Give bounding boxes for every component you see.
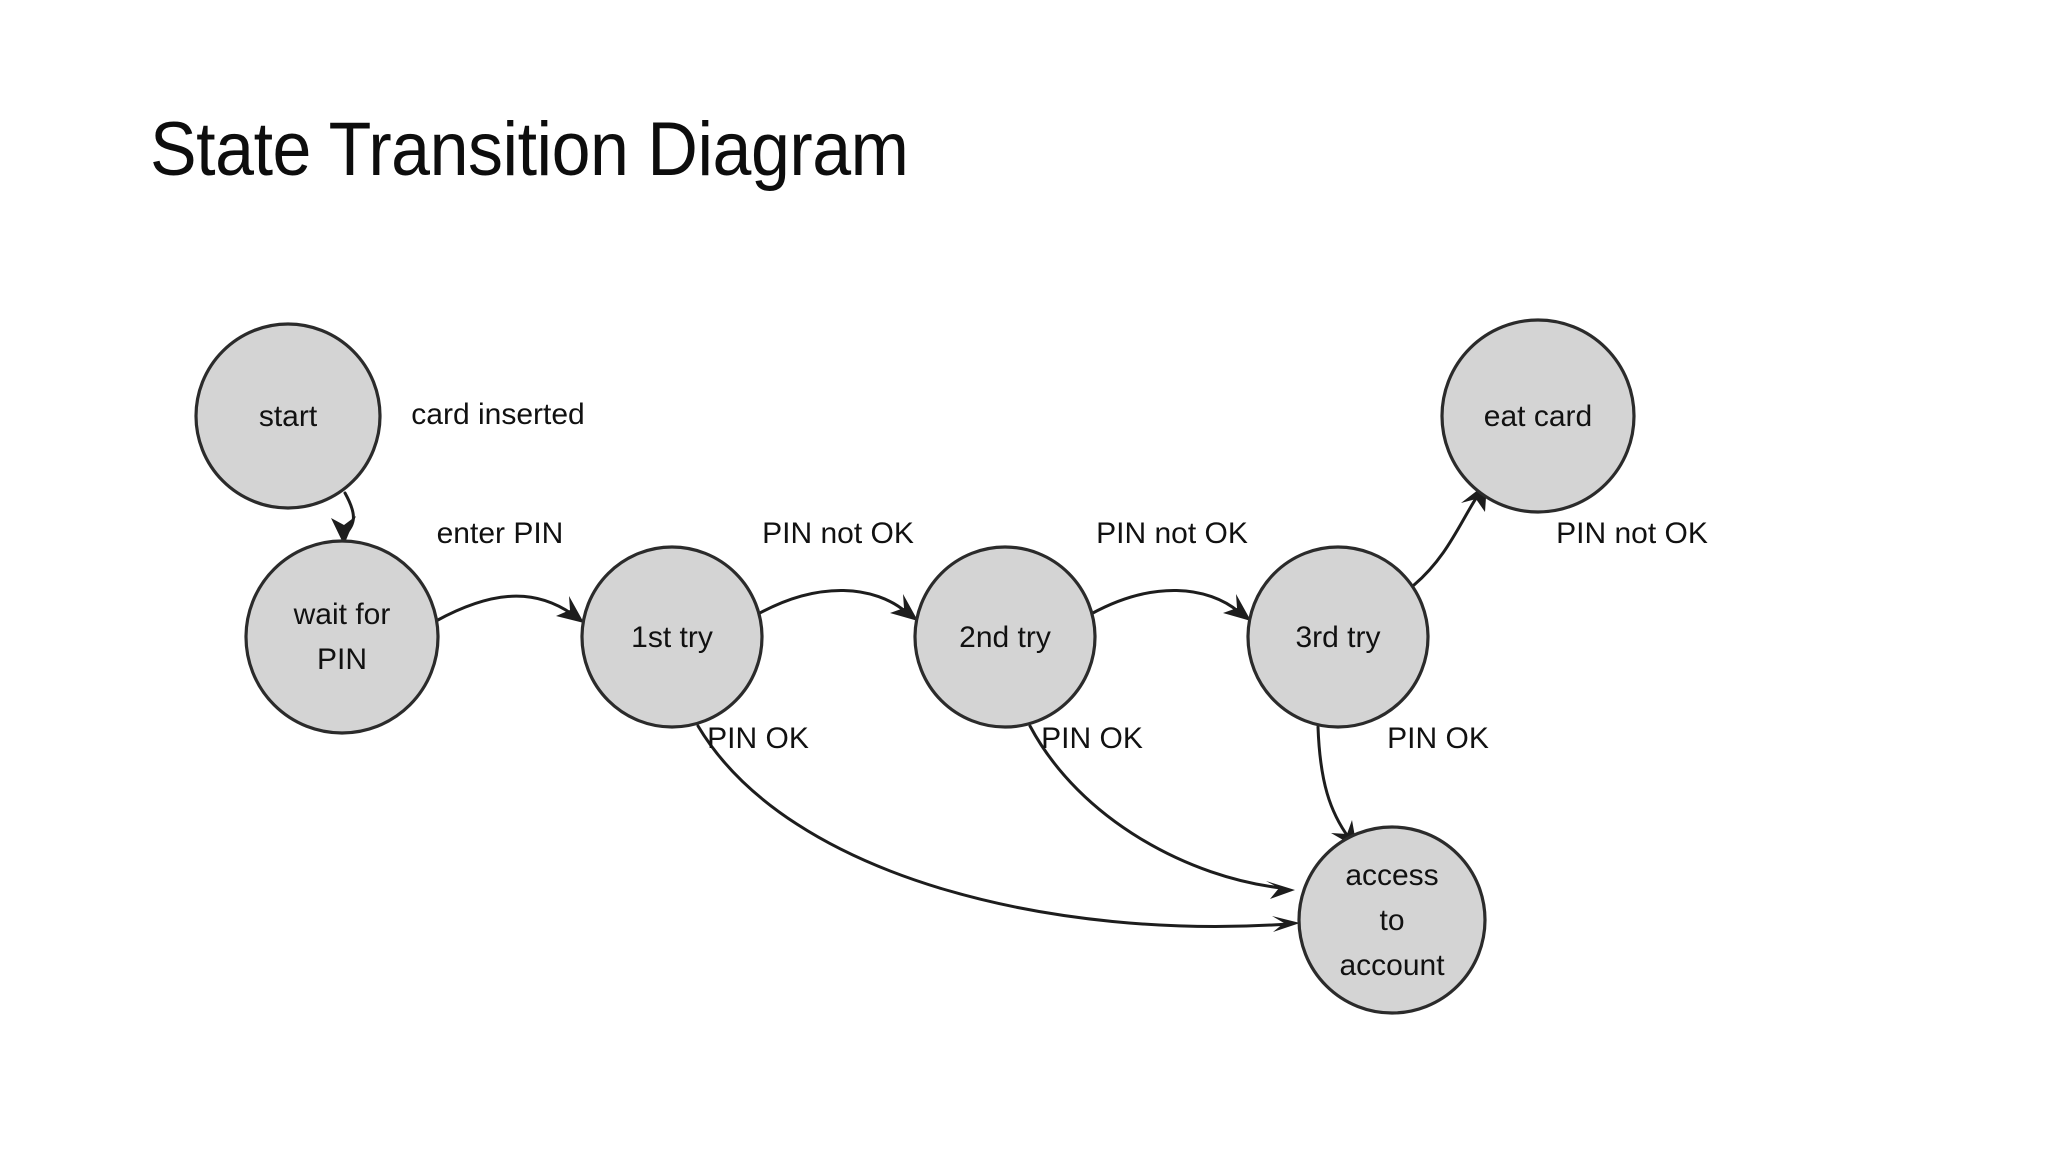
arrowhead-wait-try1 — [556, 596, 584, 623]
edge-label-pin-not-ok-3: PIN not OK — [1556, 517, 1708, 550]
edge-path-try2-try3 — [1089, 589, 1241, 616]
node-layer: start wait for PIN 1st try 2nd try — [194, 318, 1636, 1015]
edge-label-pin-ok-1: PIN OK — [707, 722, 809, 755]
state-circle-2nd-try[interactable] — [913, 545, 1097, 729]
state-label-start: start — [259, 400, 318, 433]
edge-try2-to-try3 — [1089, 589, 1251, 621]
state-circle-3rd-try[interactable] — [1246, 545, 1430, 729]
state-node-wait-for-pin[interactable]: wait for PIN — [244, 539, 440, 735]
edge-try1-to-access — [696, 724, 1300, 932]
edge-path-try2-access — [1028, 724, 1284, 890]
state-label-access-to-account-line3: account — [1339, 949, 1445, 982]
state-label-access-to-account-line2: to — [1379, 904, 1404, 937]
state-node-1st-try[interactable]: 1st try — [580, 545, 764, 729]
edge-label-card-inserted: card inserted — [411, 398, 584, 431]
state-circle-eat-card[interactable] — [1440, 318, 1636, 514]
state-circle-1st-try[interactable] — [580, 545, 764, 729]
state-node-access-to-account[interactable]: access to account — [1297, 825, 1487, 1015]
arrowhead-try1-access — [1272, 916, 1300, 932]
edge-label-pin-ok-2: PIN OK — [1041, 722, 1143, 755]
state-label-2nd-try: 2nd try — [959, 621, 1051, 654]
edge-label-pin-not-ok-1: PIN not OK — [762, 517, 914, 550]
edge-label-layer: card inserted enter PIN PIN not OK PIN n… — [411, 398, 1708, 755]
state-circle-start[interactable] — [194, 322, 382, 510]
page-title: State Transition Diagram — [150, 107, 909, 192]
state-label-3rd-try: 3rd try — [1295, 621, 1380, 654]
state-circle-wait-for-pin[interactable] — [244, 539, 440, 735]
state-label-wait-for-pin-line2: PIN — [317, 643, 367, 676]
state-node-3rd-try[interactable]: 3rd try — [1246, 545, 1430, 729]
edge-path-wait-try1 — [434, 594, 574, 623]
edge-try2-to-access — [1028, 724, 1295, 899]
arrowhead-try2-try3 — [1223, 594, 1251, 621]
edge-label-pin-ok-3: PIN OK — [1387, 722, 1489, 755]
state-node-start[interactable]: start — [194, 322, 382, 510]
edge-start-to-wait — [331, 491, 356, 545]
edge-label-enter-pin: enter PIN — [437, 517, 564, 550]
state-label-1st-try: 1st try — [631, 621, 713, 654]
edge-path-try1-access — [696, 724, 1290, 928]
edge-path-try3-eatcard — [1412, 490, 1482, 587]
arrowhead-start-wait — [331, 516, 356, 545]
state-circle-access-to-account[interactable] — [1297, 825, 1487, 1015]
arrowhead-try1-try2 — [890, 594, 918, 621]
arrowhead-try2-access — [1266, 881, 1295, 899]
edge-wait-to-try1 — [434, 594, 584, 623]
state-label-wait-for-pin-line1: wait for — [293, 598, 391, 631]
edge-path-try3-access — [1316, 725, 1351, 840]
state-label-access-to-account-line1: access — [1345, 859, 1438, 892]
state-label-eat-card: eat card — [1484, 400, 1592, 433]
edge-try3-to-eatcard — [1412, 483, 1487, 587]
edge-path-try1-try2 — [756, 589, 908, 616]
edge-label-pin-not-ok-2: PIN not OK — [1096, 517, 1248, 550]
edge-try3-to-access — [1316, 725, 1357, 848]
state-node-2nd-try[interactable]: 2nd try — [913, 545, 1097, 729]
state-node-eat-card[interactable]: eat card — [1440, 318, 1636, 514]
edge-try1-to-try2 — [756, 589, 918, 621]
